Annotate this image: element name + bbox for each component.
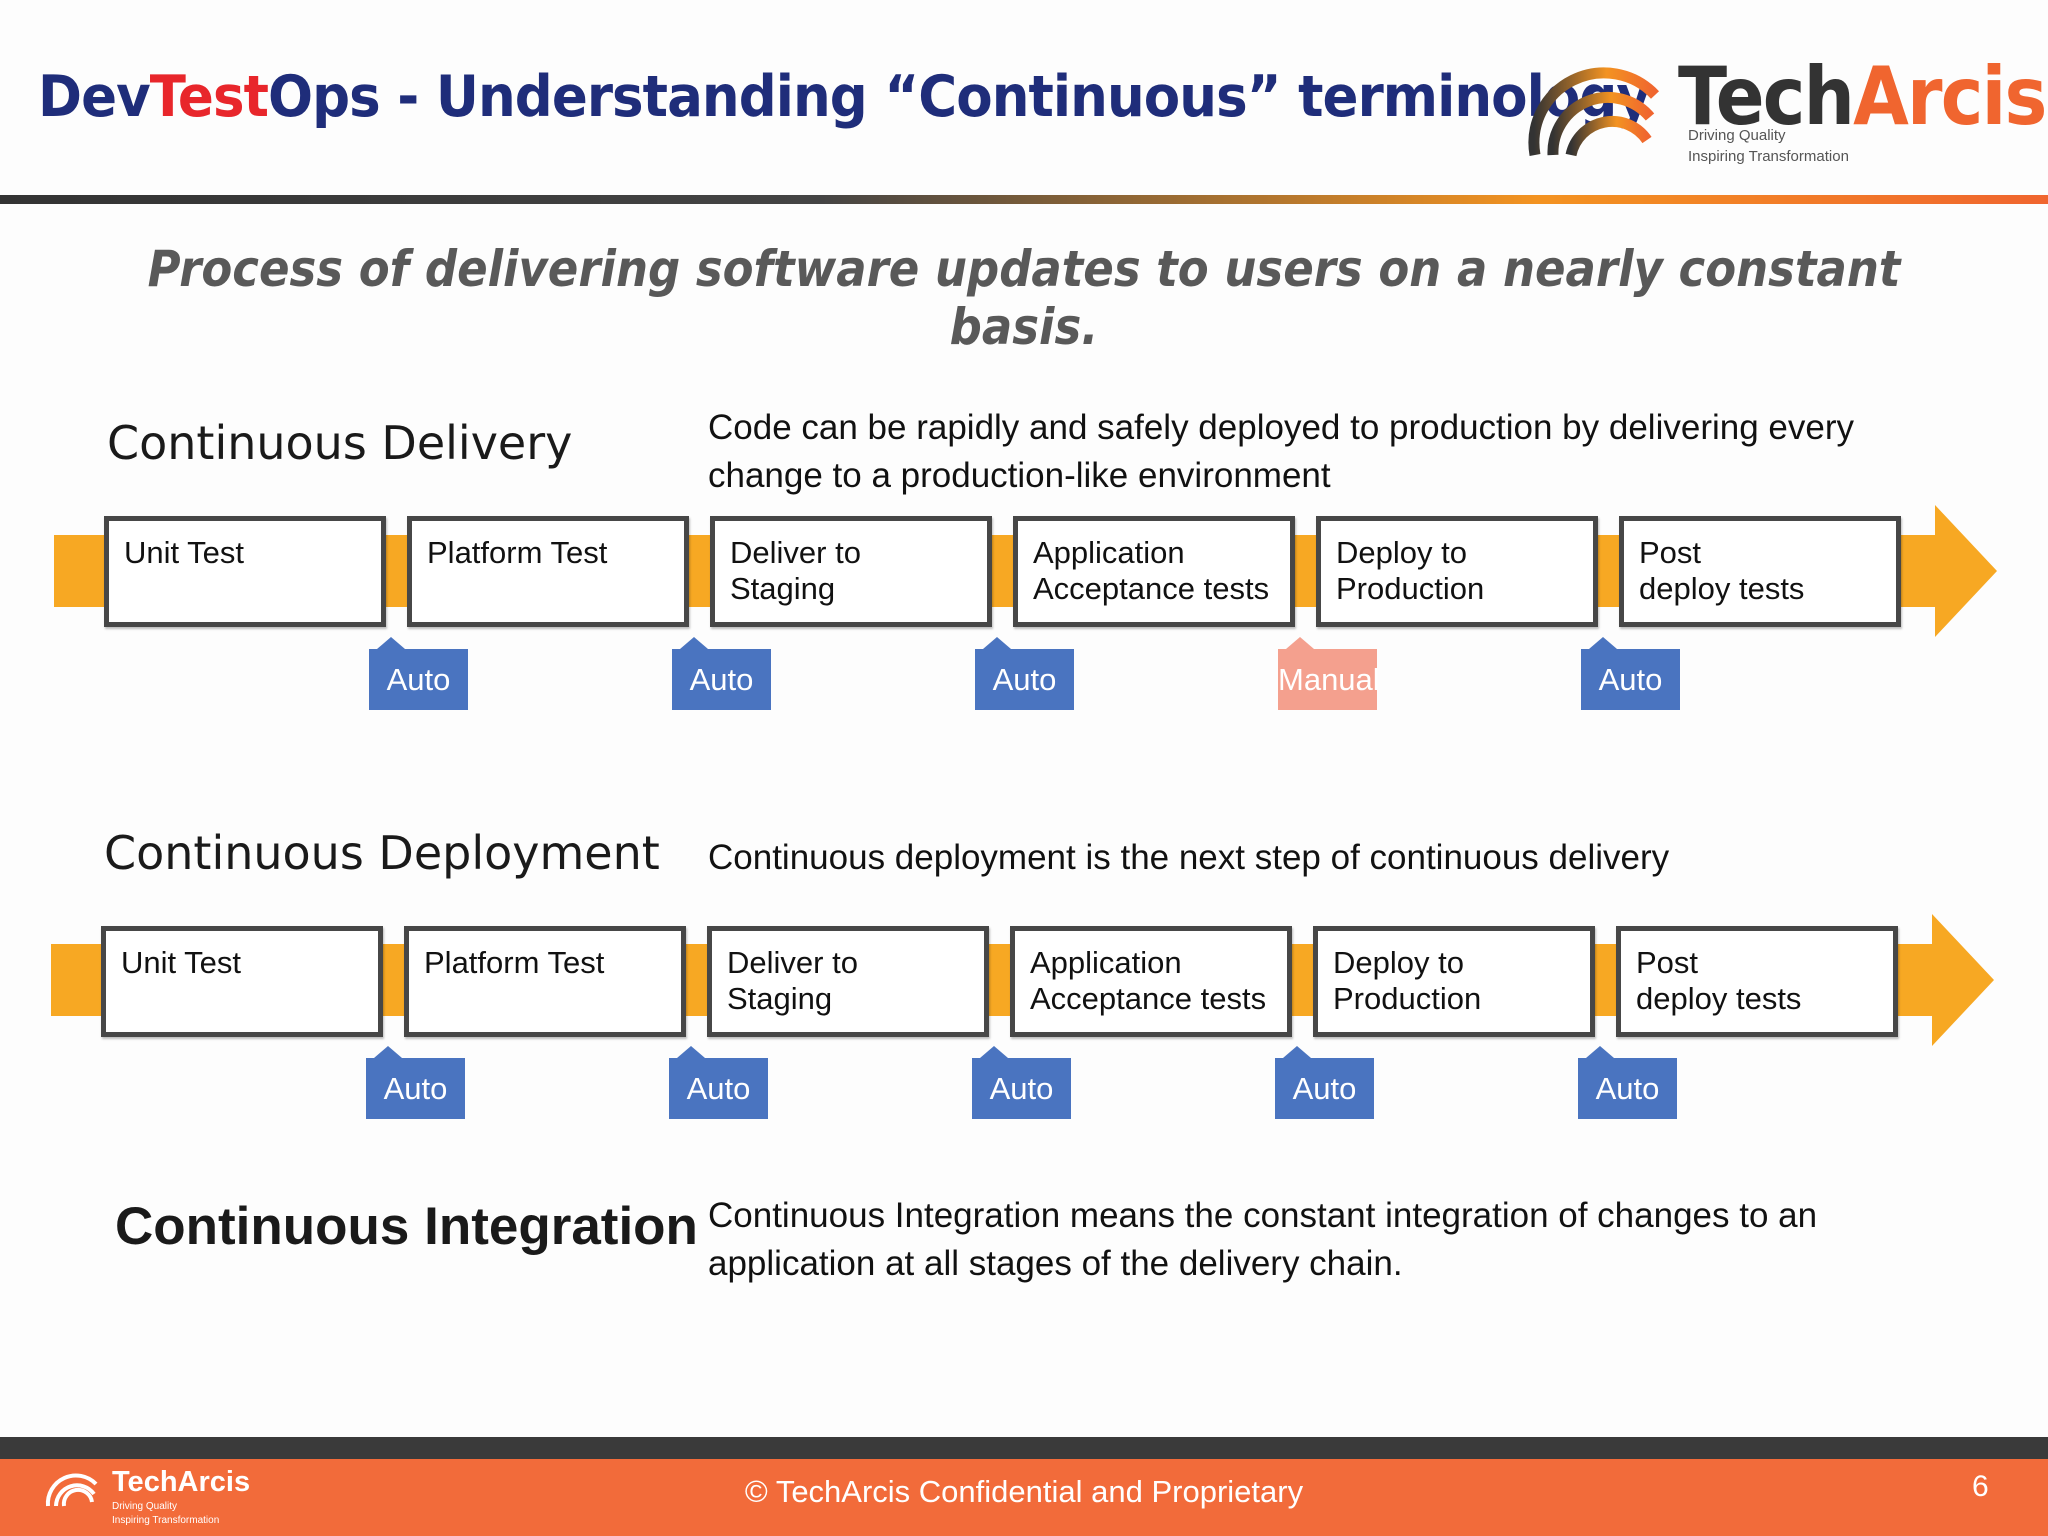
stage-label: Deploy to (1336, 535, 1467, 570)
stage-label: Acceptance tests (1033, 571, 1270, 606)
section-description: change to a production-like environment (708, 456, 1331, 495)
gate-badge-auto: Auto (1581, 637, 1680, 710)
stage-label: Post (1636, 945, 1699, 980)
stage-label: Post (1639, 535, 1702, 570)
page-title: DevTestOps - Understanding “Continuous” … (38, 64, 1651, 130)
footer-arcs-icon (45, 1473, 98, 1507)
stage-label: deploy tests (1639, 571, 1805, 606)
logo-tagline-2: Inspiring Transformation (1688, 148, 1849, 165)
pipeline-stage: Platform Test (404, 926, 686, 1037)
page-number: 6 (1972, 1470, 1989, 1503)
logo-tagline-1: Driving Quality (1688, 127, 1786, 144)
footer-bar (0, 1437, 2048, 1459)
pipeline-stage: Unit Test (101, 926, 383, 1037)
title-dev: Dev (38, 64, 151, 130)
stage-label: Production (1336, 571, 1485, 606)
stage-label: Staging (730, 571, 836, 606)
pipeline-stage: Platform Test (407, 516, 689, 627)
stage-label: Unit Test (124, 535, 245, 570)
pipeline-arrowhead-icon (1932, 914, 1994, 1046)
stage-label: Application (1030, 945, 1182, 980)
subtitle: Process of delivering software updates t… (147, 240, 1901, 356)
section-description: Continuous Integration means the constan… (708, 1196, 1818, 1235)
section-heading: Continuous Integration (115, 1197, 698, 1256)
stage-label: Production (1333, 981, 1482, 1016)
stage-label: Acceptance tests (1030, 981, 1267, 1016)
section-description: Continuous deployment is the next step o… (708, 838, 1670, 877)
stage-label: Deliver to (730, 535, 861, 570)
stage-label: deploy tests (1636, 981, 1802, 1016)
techarcis-logo: TechArcis Driving Quality Inspiring Tran… (1525, 50, 2047, 180)
gate-badge-auto: Auto (1578, 1046, 1677, 1119)
pipeline-stage: Unit Test (104, 516, 386, 627)
stage-label: Staging (727, 981, 833, 1016)
title-rest: Ops - Understanding “Continuous” termino… (267, 64, 1651, 130)
section-heading: Continuous Deployment (104, 826, 660, 880)
gate-badge-auto: Auto (972, 1046, 1071, 1119)
stage-label: Application (1033, 535, 1185, 570)
stage-label: Deploy to (1333, 945, 1464, 980)
gate-badge-auto: Auto (975, 637, 1074, 710)
stage-label: Platform Test (427, 535, 608, 570)
gate-badge-auto: Auto (369, 637, 468, 710)
footer (0, 1459, 2048, 1536)
section-description: application at all stages of the deliver… (708, 1244, 1403, 1283)
gate-badge-auto: Auto (1275, 1046, 1374, 1119)
gate-badge-auto: Auto (672, 637, 771, 710)
logo-wordmark: TechArcis (1678, 50, 2047, 143)
gate-badge-auto: Auto (669, 1046, 768, 1119)
stage-label: Unit Test (121, 945, 242, 980)
section-description: Code can be rapidly and safely deployed … (708, 408, 1854, 447)
section-heading: Continuous Delivery (107, 416, 573, 470)
header-divider (0, 195, 2048, 204)
stage-label: Deliver to (727, 945, 858, 980)
title-test: Test (149, 64, 269, 130)
gate-badge-auto: Auto (366, 1046, 465, 1119)
pipeline-arrowhead-icon (1935, 505, 1997, 637)
stage-label: Platform Test (424, 945, 605, 980)
footer-copyright: © TechArcis Confidential and Proprietary (744, 1474, 1304, 1509)
arcs-logo-icon (1528, 67, 1660, 157)
gate-badge-manual: Manual (1278, 637, 1380, 710)
